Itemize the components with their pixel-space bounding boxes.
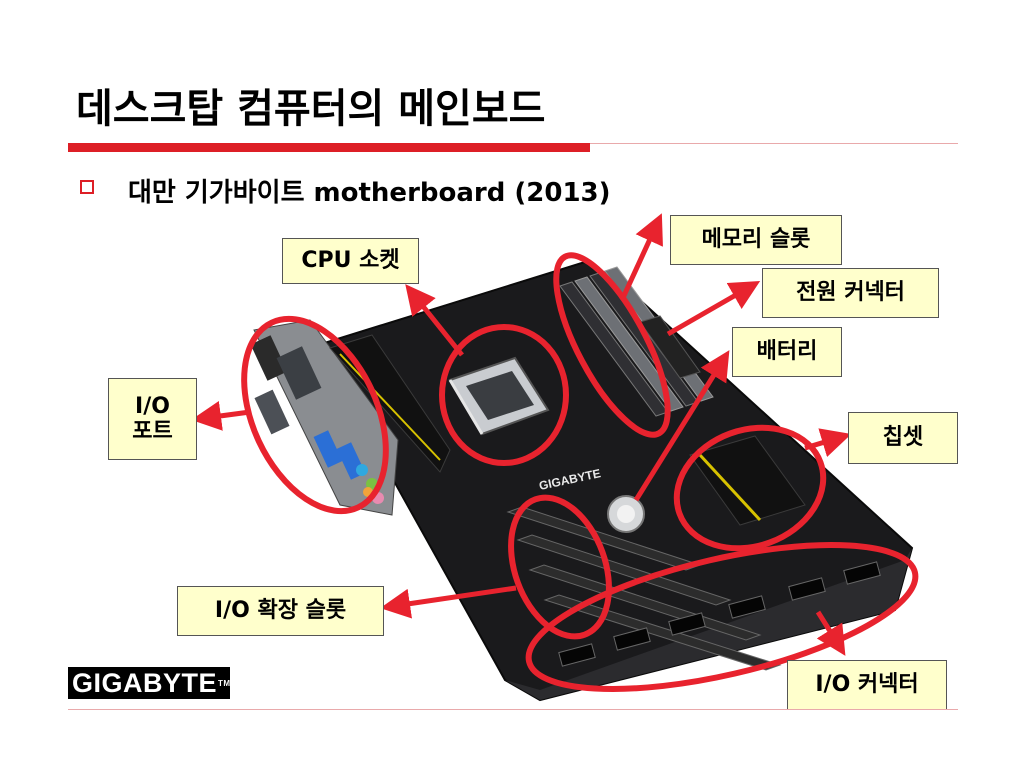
label-io-connector: I/O 커넥터 bbox=[787, 660, 947, 710]
arrow-expansion-slot bbox=[380, 585, 517, 619]
label-chipset: 칩셋 bbox=[848, 412, 958, 464]
label-battery: 배터리 bbox=[732, 327, 842, 377]
label-io-port-line1: I/O bbox=[135, 393, 170, 419]
arrow-battery bbox=[633, 350, 730, 502]
io-port-ellipse bbox=[241, 315, 389, 515]
title-underline-red bbox=[68, 143, 590, 152]
expansion-slot-ellipse bbox=[508, 494, 612, 640]
slide-title: 데스크탑 컴퓨터의 메인보드 bbox=[76, 86, 546, 132]
bottom-io-headers bbox=[558, 561, 881, 667]
label-io-port: I/O 포트 bbox=[108, 378, 197, 460]
title-underline-thin bbox=[590, 143, 958, 144]
arrow-io-connector bbox=[815, 610, 846, 656]
label-io-expansion-slot: I/O 확장 슬롯 bbox=[177, 586, 384, 636]
logo-text: GIGABYTE bbox=[72, 667, 218, 698]
label-cpu-socket: CPU 소켓 bbox=[282, 238, 419, 284]
arrow-io-port bbox=[191, 401, 251, 431]
io-connector-ellipse bbox=[525, 542, 919, 692]
cpu-socket-ellipse bbox=[439, 324, 569, 466]
arrow-power-connector bbox=[666, 281, 761, 337]
power-connector bbox=[639, 315, 701, 379]
logo-tm: TM bbox=[218, 678, 231, 688]
chipset-ellipse bbox=[673, 424, 827, 552]
arrow-memory-slot bbox=[619, 213, 663, 302]
memory-slot-ellipse bbox=[553, 252, 671, 438]
label-power-connector: 전원 커넥터 bbox=[762, 268, 939, 318]
square-bullet-icon bbox=[80, 180, 94, 194]
arrow-cpu-socket bbox=[405, 284, 464, 357]
label-memory-slot: 메모리 슬롯 bbox=[670, 215, 842, 265]
chipset-heatsink bbox=[689, 435, 806, 526]
slide-subtitle: 대만 기가바이트 motherboard (2013) bbox=[128, 178, 611, 208]
label-io-port-line2: 포트 bbox=[132, 419, 173, 444]
arrow-chipset bbox=[804, 428, 852, 457]
footer-rule bbox=[68, 709, 958, 710]
